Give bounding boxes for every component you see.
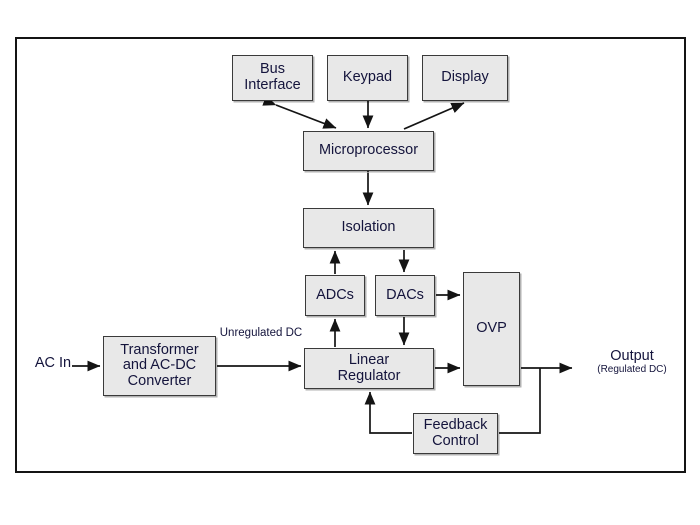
diagram-outer-border	[15, 37, 686, 473]
label-output-main: Output	[610, 348, 654, 364]
node-linear-regulator-line2: Regulator	[337, 367, 401, 384]
node-display[interactable]: Display	[422, 55, 508, 101]
node-bus-interface-line2: Interface	[244, 77, 301, 93]
node-ovp[interactable]: OVP	[463, 272, 520, 386]
node-microprocessor[interactable]: Microprocessor	[303, 131, 434, 171]
label-unregulated-dc: Unregulated DC	[216, 327, 306, 340]
label-output-sub: (Regulated DC)	[597, 364, 667, 376]
node-feedback-control-line1: Feedback	[423, 416, 488, 433]
node-isolation[interactable]: Isolation	[303, 208, 434, 248]
label-unregulated-dc-line2: DC	[285, 327, 303, 339]
label-output: Output (Regulated DC)	[580, 348, 684, 375]
node-transformer-line2: and AC-DC	[122, 357, 197, 374]
node-dacs-label: DACs	[386, 286, 424, 303]
node-linear-regulator-line1: Linear	[348, 351, 390, 368]
node-bus-interface-line1: Bus	[259, 61, 285, 78]
node-keypad-label: Keypad	[342, 69, 393, 86]
node-dacs[interactable]: DACs	[375, 275, 435, 316]
node-ovp-label: OVP	[476, 320, 507, 337]
node-display-label: Display	[441, 69, 489, 86]
node-adcs-label: ADCs	[316, 286, 354, 303]
node-microprocessor-label: Microprocessor	[318, 142, 419, 159]
node-transformer-line1: Transformer	[120, 341, 199, 358]
label-ac-in: AC In	[34, 355, 72, 371]
label-unregulated-dc-line1: Unregulated	[219, 327, 283, 339]
node-transformer-line3: Converter	[127, 372, 192, 389]
node-adcs[interactable]: ADCs	[305, 275, 365, 316]
node-isolation-label: Isolation	[341, 219, 396, 236]
node-feedback-control-line2: Control	[432, 432, 479, 449]
node-keypad[interactable]: Keypad	[327, 55, 408, 101]
